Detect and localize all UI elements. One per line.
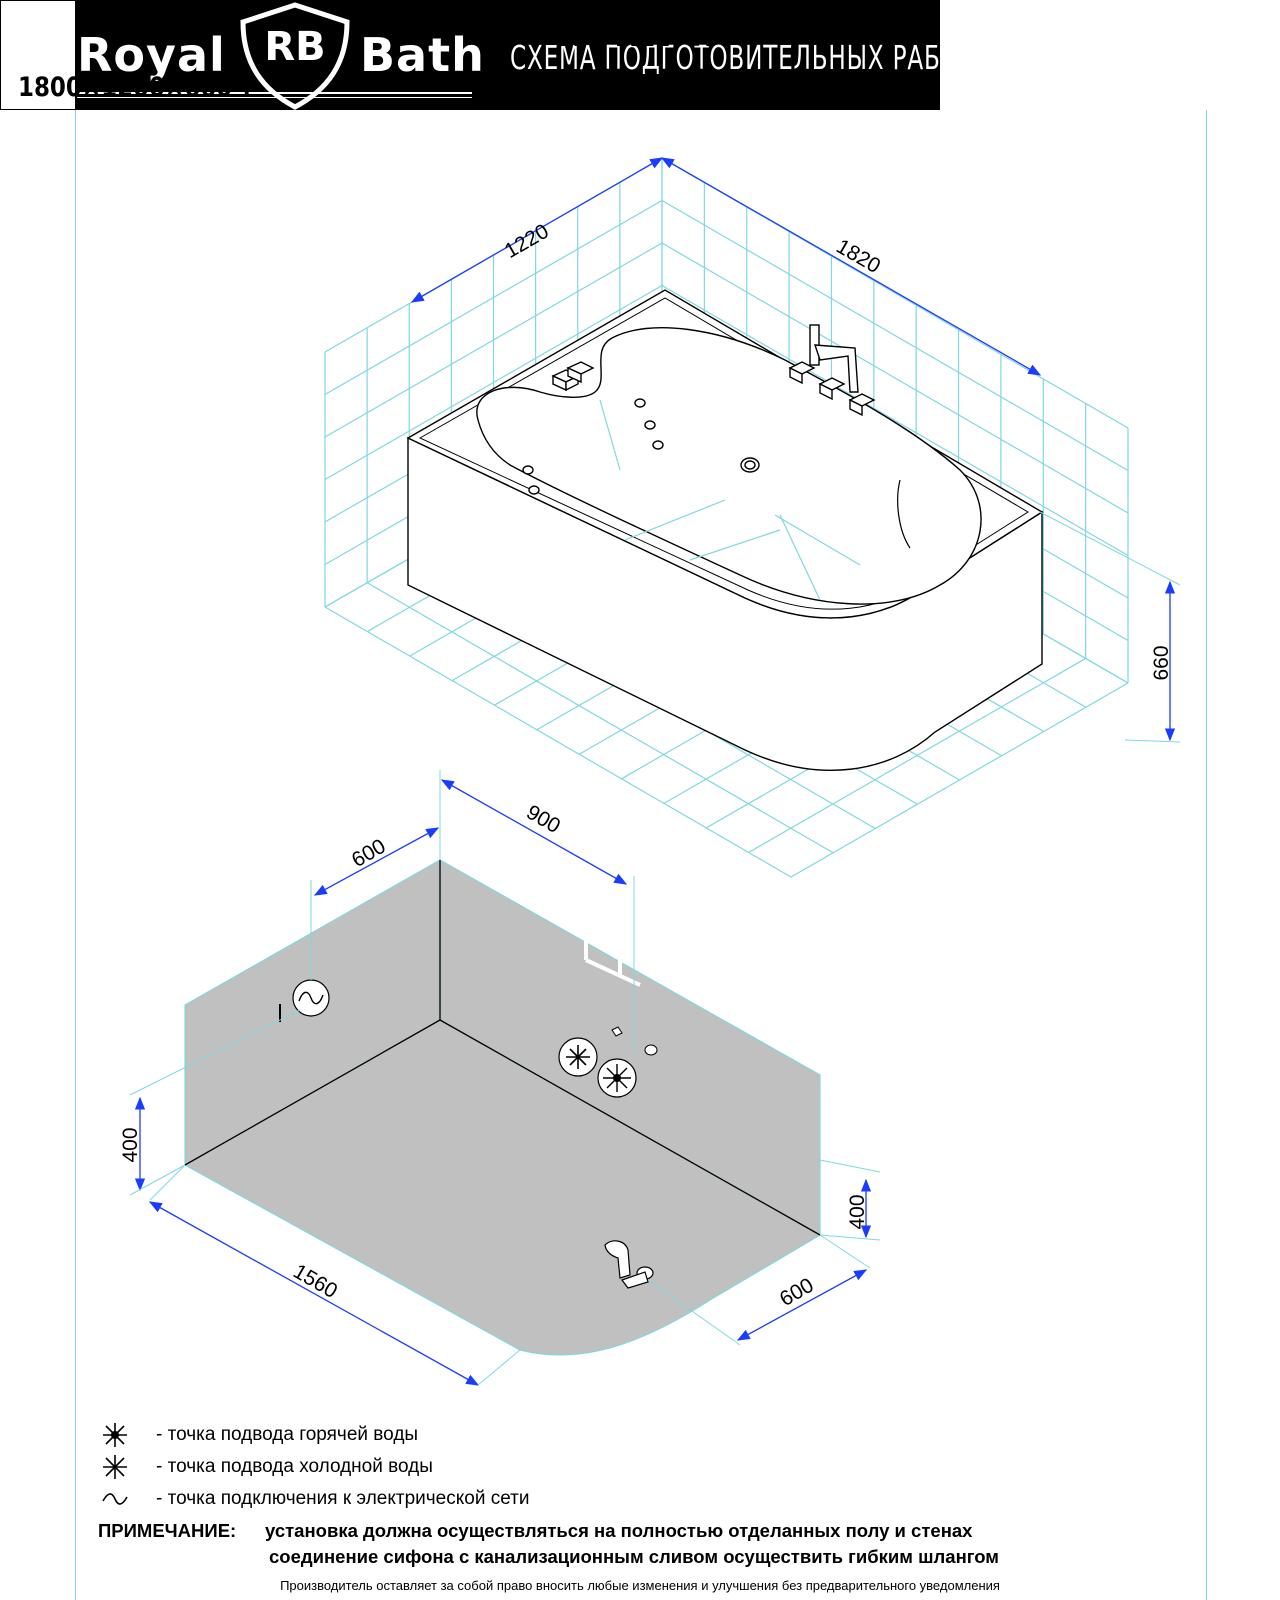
- dim-height-label: 660: [1150, 645, 1173, 680]
- brand-underline-thin: [77, 97, 472, 98]
- brand-word-bath: Bath: [360, 28, 485, 82]
- disclaimer: Производитель оставляет за собой право в…: [280, 1578, 1000, 1593]
- bathtub: [406, 289, 1044, 772]
- shield-logo-icon: RB: [240, 2, 350, 110]
- model-variant: L: [243, 78, 256, 102]
- legend-electric-text: - точка подключения к электрической сети: [156, 1488, 530, 1509]
- note-label: ПРИМЕЧАНИЕ:: [98, 1520, 237, 1541]
- dim-base-length: 1560: [289, 1260, 341, 1303]
- wave-icon: [102, 1493, 128, 1505]
- drain-siphon-icon: [604, 1240, 654, 1289]
- note-line-2: соединение сифона с канализационным слив…: [269, 1546, 999, 1567]
- bathtub-basin: [476, 326, 982, 605]
- legend-hot-water-text: - точка подвода горячей воды: [156, 1424, 419, 1445]
- model-dimensions: 1800×1200×660: [18, 72, 233, 103]
- jet-nozzles: [522, 398, 760, 495]
- dim-width-label: 1220: [501, 220, 553, 263]
- dim-right-height: 400: [846, 1194, 869, 1229]
- cold-water-point-icon: [558, 1026, 623, 1077]
- legend-cold-water-text: - точка подвода холодной воды: [156, 1456, 433, 1477]
- drawing-frame: [75, 110, 1207, 1600]
- floor-plan: [183, 858, 822, 1356]
- header-banner: Royal RB Bath СХЕМА ПОДГОТОВИТЕЛЬНЫХ РАБ…: [75, 0, 974, 110]
- top-dimension-lines: [410, 157, 1176, 742]
- brand-underline: [77, 92, 472, 94]
- control-knobs: [551, 361, 595, 392]
- dim-electric-offset: 600: [348, 835, 390, 872]
- sun-icon: [103, 1423, 127, 1447]
- dim-drain-offset: 600: [776, 1274, 818, 1311]
- note-line-1: установка должна осуществляться на полно…: [265, 1520, 973, 1541]
- snowflake-icon: [103, 1455, 127, 1479]
- floor-surface: [183, 1019, 822, 1356]
- dim-left-height: 400: [119, 1127, 142, 1162]
- dim-water-offset: 900: [522, 801, 564, 838]
- brand-monogram: RB: [264, 24, 325, 70]
- hot-water-point-icon: [597, 1044, 658, 1098]
- brand-word-royal: Royal: [77, 28, 226, 82]
- model-name: NORWAY: [557, 6, 723, 57]
- sheet-title: СХЕМА ПОДГОТОВИТЕЛЬНЫХ РАБОТ: [510, 38, 975, 77]
